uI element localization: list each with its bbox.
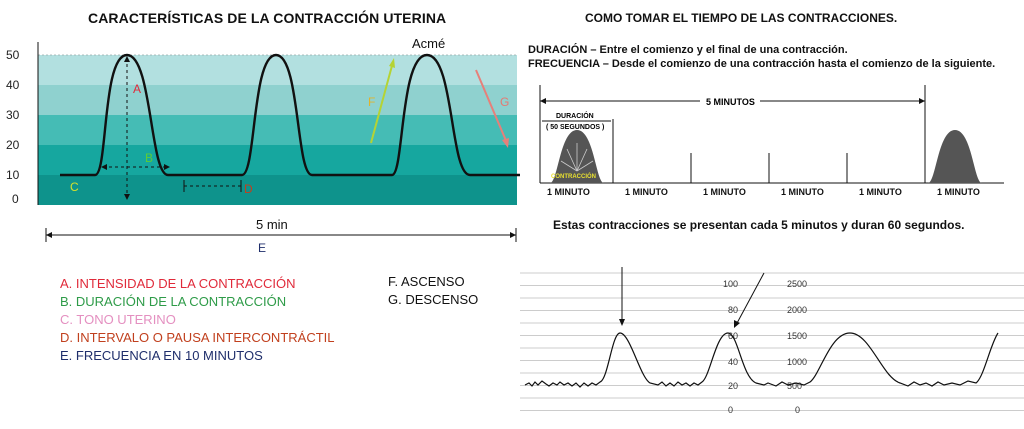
frequency-note: Estas contracciones se presentan cada 5 … [553, 218, 965, 232]
label-g: G [500, 95, 509, 109]
y-tick-20: 20 [6, 138, 20, 152]
contraction-hump-2 [928, 130, 982, 183]
y-tick-40: 40 [6, 78, 20, 92]
duracion-definition: DURACIÓN – Entre el comienzo y el final … [528, 44, 848, 56]
scale-a-20: 20 [728, 381, 738, 391]
right-title: COMO TOMAR EL TIEMPO DE LAS CONTRACCIONE… [585, 11, 898, 25]
contraction-curve [60, 53, 520, 177]
minute-label-3: 1 MINUTO [703, 187, 746, 197]
timing-diagram: 5 MINUTOS DURACIÓN ( 50 SEGUNDOS ) CONTR… [539, 85, 1004, 197]
legend-a: A. INTENSIDAD DE LA CONTRACCIÓN [60, 276, 296, 291]
scale-a-0: 0 [728, 405, 733, 415]
label-e: E [258, 241, 266, 255]
band-5 [38, 175, 517, 205]
ascenso-arrow [370, 61, 394, 144]
minute-label-5: 1 MINUTO [859, 187, 902, 197]
minute-label-6: 1 MINUTO [937, 187, 980, 197]
legend-e: E. FRECUENCIA EN 10 MINUTOS [60, 348, 263, 363]
scale-a-80: 80 [728, 305, 738, 315]
scale-b-2000: 2000 [787, 305, 807, 315]
label-f: F [368, 95, 375, 109]
descenso-arrow [475, 69, 508, 144]
legend-f: F. ASCENSO [388, 274, 465, 289]
y-tick-0: 0 [12, 192, 19, 206]
y-tick-10: 10 [6, 168, 20, 182]
band-2 [38, 85, 517, 115]
ctg-contraction-trace [524, 332, 999, 388]
contraction-label: CONTRACCIÓN [551, 172, 596, 180]
legend-d: D. INTERVALO O PAUSA INTERCONTRÁCTIL [60, 330, 335, 345]
left-title: CARACTERÍSTICAS DE LA CONTRACCIÓN UTERIN… [88, 10, 447, 26]
label-a: A [133, 82, 141, 96]
duracion-note-1: DURACIÓN [556, 111, 594, 120]
minute-label-2: 1 MINUTO [625, 187, 668, 197]
label-b: B [145, 151, 153, 165]
acme-label: Acmé [412, 36, 445, 51]
uterine-contraction-diagram: 50 40 30 20 10 0 A B C D F G Acmé 5 min … [6, 36, 520, 255]
scale-b-1500: 1500 [787, 331, 807, 341]
five-min-label: 5 min [256, 217, 288, 232]
label-c: C [70, 180, 79, 194]
frecuencia-definition: FRECUENCIA – Desde el comienzo de una co… [528, 58, 996, 70]
y-tick-30: 30 [6, 108, 20, 122]
label-d: D [244, 182, 253, 196]
scale-b-2500: 2500 [787, 279, 807, 289]
legend-list-2: F. ASCENSO G. DESCENSO [388, 273, 478, 309]
y-tick-50: 50 [6, 48, 20, 62]
scale-b-0: 0 [795, 405, 800, 415]
scale-b-500: 500 [787, 381, 802, 391]
duracion-note-2: ( 50 SEGUNDOS ) [546, 124, 604, 131]
ctg-trace: 100 80 60 40 20 0 2500 2000 1500 1000 50… [520, 267, 1024, 415]
scale-a-100: 100 [723, 279, 738, 289]
legend-list: A. INTENSIDAD DE LA CONTRACCIÓN B. DURAC… [60, 275, 335, 365]
five-minutos-label: 5 MINUTOS [706, 97, 755, 107]
minute-label-4: 1 MINUTO [781, 187, 824, 197]
legend-g: G. DESCENSO [388, 292, 479, 307]
legend-b: B. DURACIÓN DE LA CONTRACCIÓN [60, 294, 287, 309]
legend-c: C. TONO UTERINO [60, 312, 176, 327]
minute-label-1: 1 MINUTO [547, 187, 590, 197]
scale-a-40: 40 [728, 357, 738, 367]
band-4 [38, 145, 517, 175]
band-3 [38, 115, 517, 145]
scale-b-1000: 1000 [787, 357, 807, 367]
